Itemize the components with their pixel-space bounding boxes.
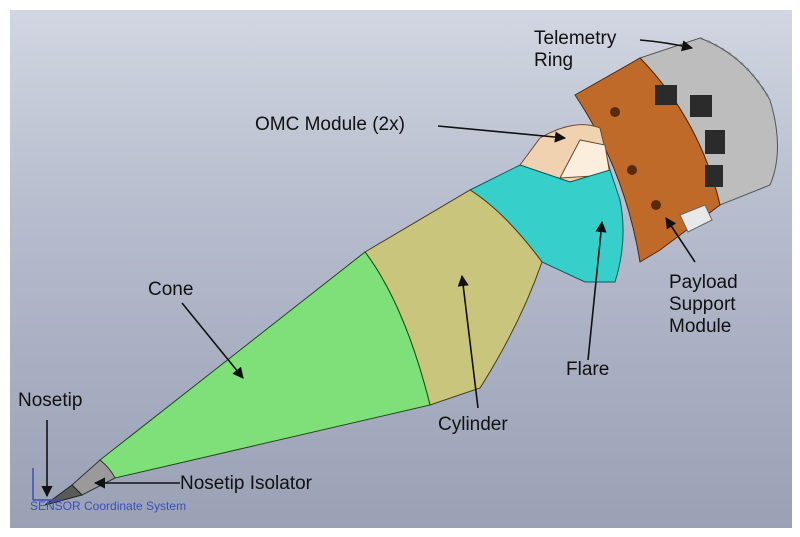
nosetip-isolator <box>71 459 116 496</box>
telemetry-ring-label: Telemetry Ring <box>534 28 644 72</box>
cone-label: Cone <box>148 279 194 300</box>
nosetip-isolator-label: Nosetip Isolator <box>180 473 313 494</box>
coordinate-system-caption: SENSOR Coordinate System <box>30 499 187 513</box>
cylinder-label: Cylinder <box>438 414 508 435</box>
coordinate-triad <box>32 468 62 501</box>
payload-support-module <box>574 57 725 263</box>
cone-arrow <box>181 302 244 379</box>
omc-module-arrow <box>437 125 567 143</box>
telemetry-ring-label-line1: Telemetry <box>534 28 617 49</box>
telemetry-ring-arrow <box>639 39 694 52</box>
payload-label-line1: Payload <box>669 272 738 293</box>
omc-module-label: OMC Module (2x) <box>255 114 405 135</box>
payload-label-line2: Support <box>669 294 736 315</box>
payload-label-line3: Module <box>669 316 732 337</box>
telemetry-ring-label-line2: Ring <box>534 50 574 71</box>
cylinder-arrow <box>457 274 479 409</box>
nosetip-label: Nosetip <box>18 390 83 411</box>
cone-section <box>99 251 431 479</box>
payload-support-module-label: Payload Support Module <box>669 272 779 338</box>
payload-support-arrow <box>665 217 696 263</box>
flare-arrow <box>587 220 607 361</box>
leader-lines <box>41 39 696 498</box>
flare-label: Flare <box>566 359 610 380</box>
